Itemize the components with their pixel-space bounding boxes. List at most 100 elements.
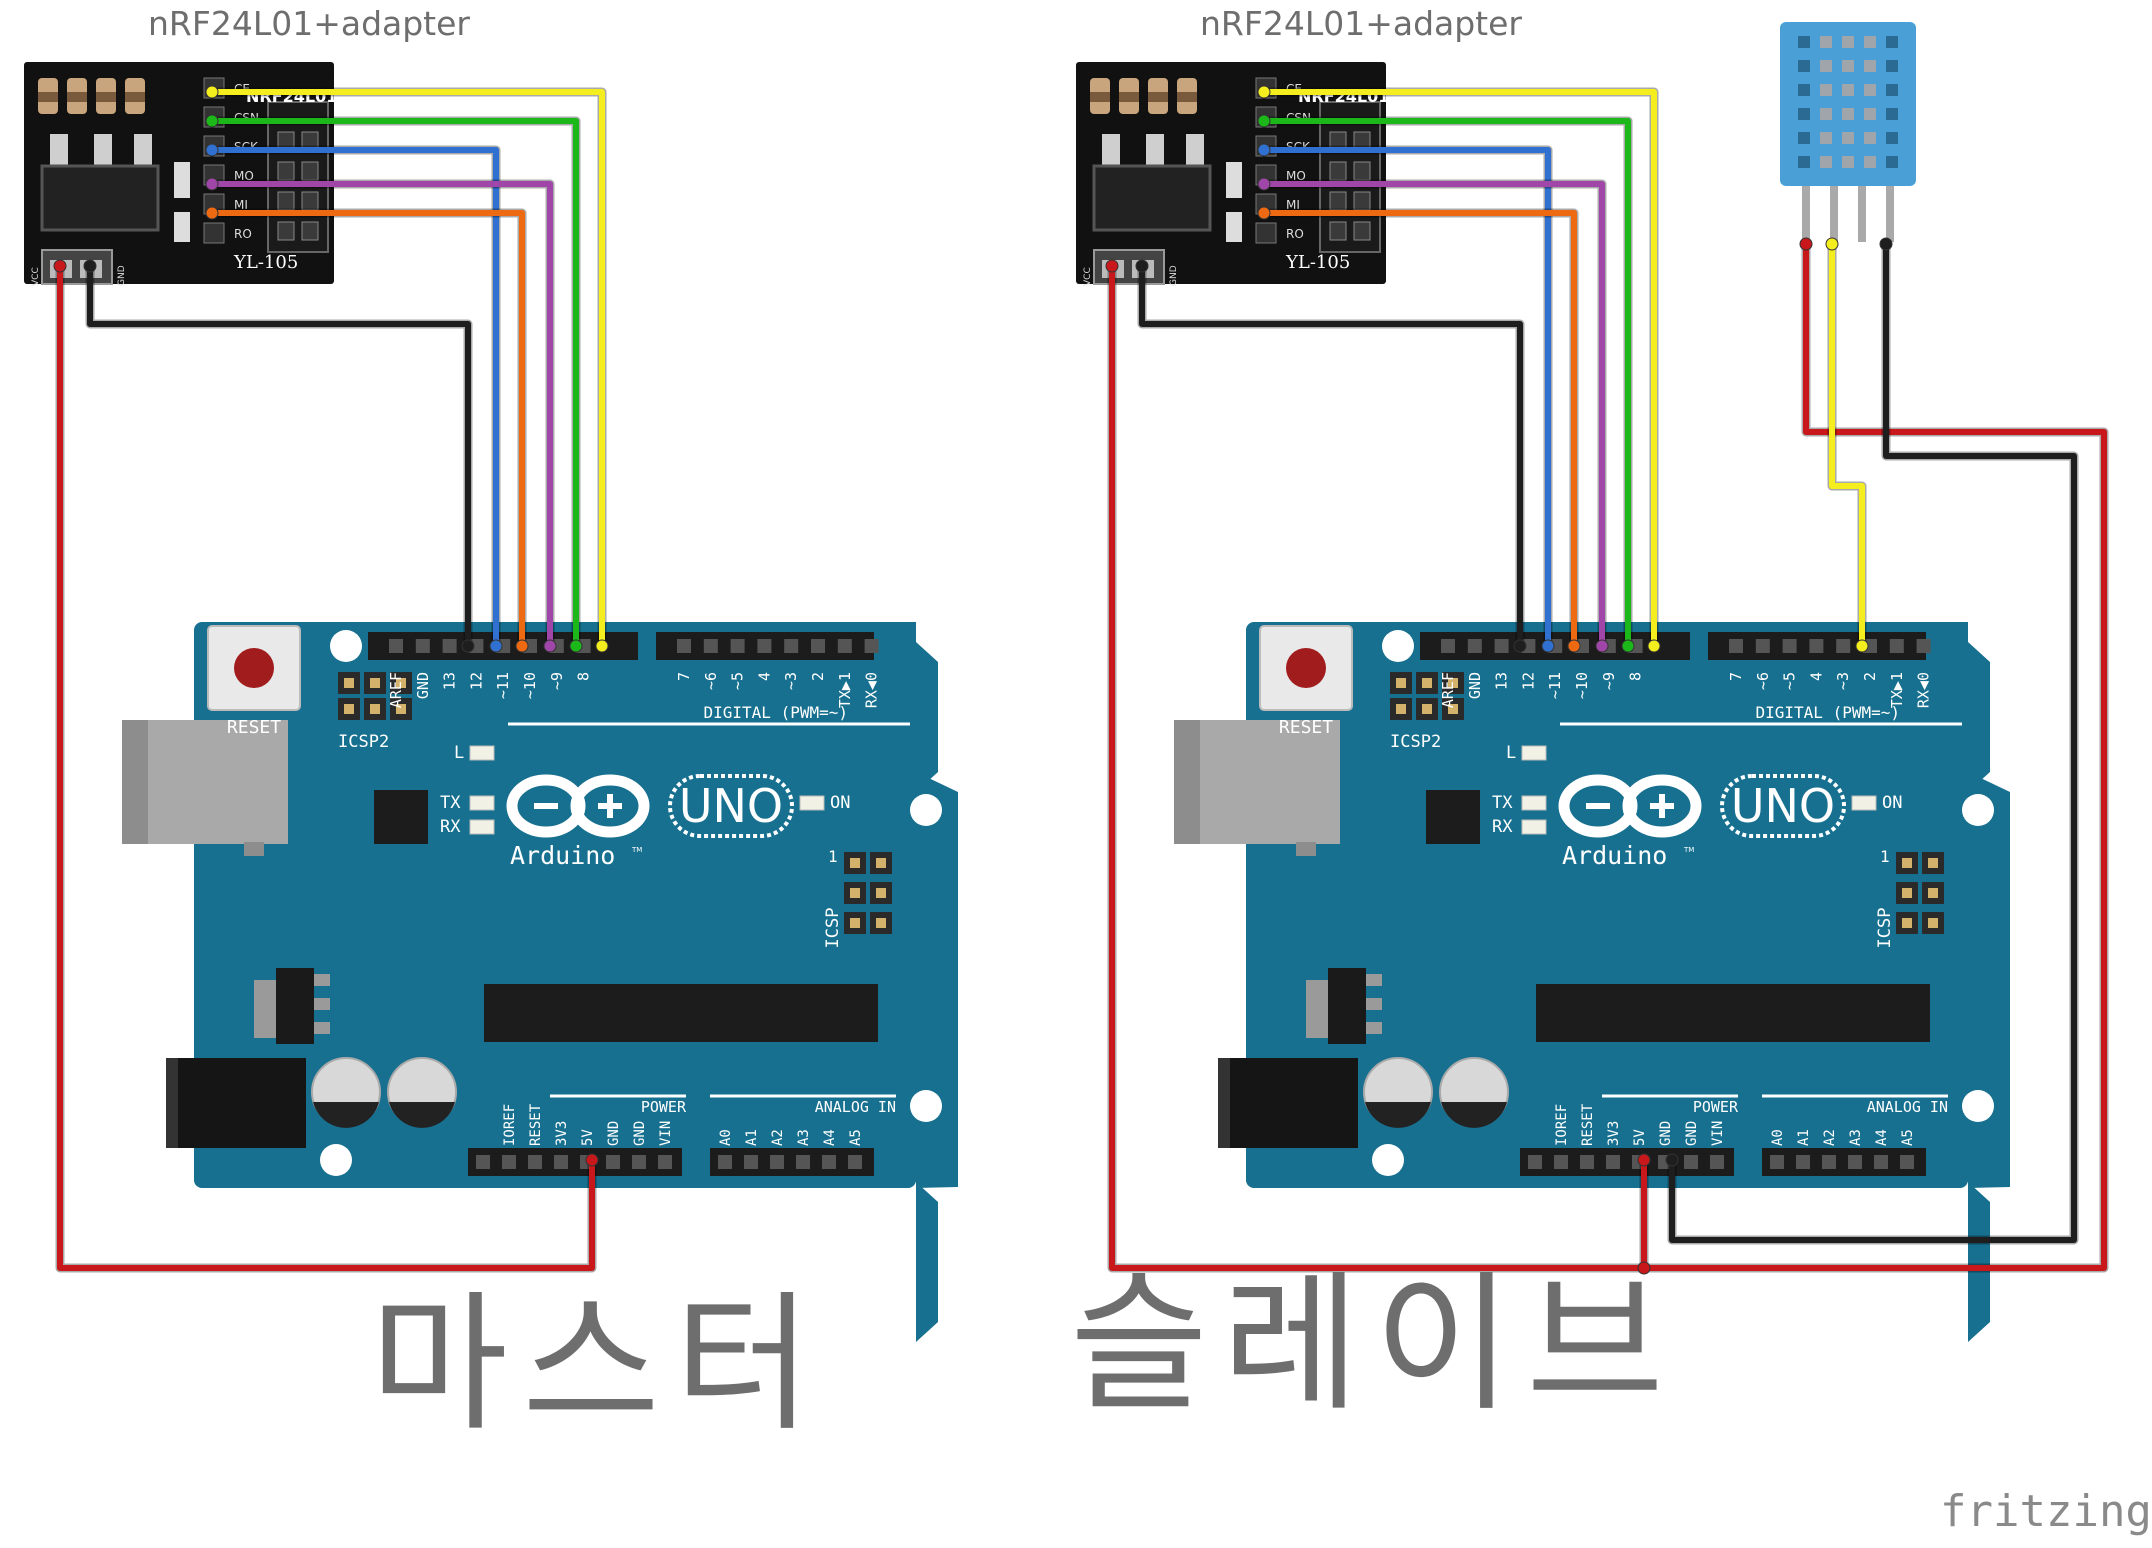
regulator [1328, 968, 1366, 1044]
dht11-vent [1798, 36, 1810, 48]
module-pin [1255, 222, 1277, 244]
wire-miso-end [515, 639, 529, 653]
mount-hole [330, 630, 362, 662]
regulator-leg [314, 998, 330, 1010]
trademark: TM [1683, 846, 1694, 854]
wire-csn-end [569, 639, 583, 653]
icsp2-pin-core [1422, 678, 1432, 688]
l-label: L [1506, 743, 1516, 763]
regulator-body [40, 164, 160, 232]
usb-connector-side [122, 720, 148, 844]
power-pin-label: RESET [528, 1103, 544, 1146]
digital-pin-label: TX▶1 [1888, 672, 1906, 708]
on-label: ON [1882, 793, 1902, 813]
module-resistor [1226, 162, 1242, 198]
wire-sck-end [1541, 639, 1555, 653]
wire-sck [1264, 147, 1551, 646]
regulator-leg [314, 1022, 330, 1034]
analog-pin-label: A4 [1874, 1129, 1890, 1146]
power-pin [1710, 1155, 1724, 1169]
reset-label: RESET [1279, 717, 1333, 738]
wire-miso-end [1567, 639, 1581, 653]
digital-pin-label: RX◀0 [863, 672, 881, 708]
digital-pin-label: 8 [575, 672, 593, 681]
module-model-label: YL-105 [1285, 252, 1350, 273]
power-pin [502, 1155, 516, 1169]
wire-csn-end [205, 114, 219, 128]
module-resistor [174, 162, 190, 198]
mount-hole [1962, 794, 1994, 826]
regulator-leg [1102, 134, 1120, 168]
analog-pin [770, 1155, 784, 1169]
usb-tab [1296, 842, 1316, 856]
module-resistor [174, 212, 190, 242]
icsp-pin-core [1928, 888, 1938, 898]
regulator-leg [1366, 1022, 1382, 1034]
icsp-pin-core [876, 858, 886, 868]
module-capacitor-band [125, 92, 145, 102]
mount-hole [320, 1144, 352, 1176]
icsp-pin1: 1 [1880, 847, 1890, 866]
icsp2-label: ICSP2 [1390, 732, 1441, 752]
module-gnd-label: GND [1169, 265, 1179, 286]
digital-pin-label: 8 [1627, 672, 1645, 681]
power-pin-label: 3V3 [1606, 1121, 1622, 1146]
uno-badge [668, 774, 794, 838]
arduino-brand: Arduino [510, 841, 615, 870]
digital-pin-label: ~6 [702, 672, 720, 690]
slave-module-label: nRF24L01+adapter [1200, 4, 1522, 43]
power-pin [1684, 1155, 1698, 1169]
digital-pin [837, 639, 852, 653]
power-label: POWER [641, 1098, 687, 1116]
icsp2-pin-core [344, 704, 354, 714]
dht11-vent [1864, 36, 1876, 48]
dht11-lead [1830, 186, 1838, 242]
wire-ce-end [205, 85, 219, 99]
icsp-pin-core [850, 888, 860, 898]
digital-pin-label: 13 [1493, 672, 1511, 690]
power-pin-label: GND [1684, 1121, 1700, 1146]
power-pin [1528, 1155, 1542, 1169]
arduino-brand: Arduino [1562, 841, 1667, 870]
icsp-pin-core [1902, 918, 1912, 928]
socket-hole [1353, 161, 1371, 181]
dht11-vent [1820, 132, 1832, 144]
module-pin-label: MI [234, 198, 248, 212]
dht11-vent [1842, 132, 1854, 144]
wire-csn-end [1621, 639, 1635, 653]
module-pin-label: MI [1286, 198, 1300, 212]
icsp2-label: ICSP2 [338, 732, 389, 752]
usb-chip [1426, 790, 1480, 844]
power-pin [1580, 1155, 1594, 1169]
digital-pin [757, 639, 772, 653]
wire-miso [212, 210, 525, 646]
wire-sck-end [489, 639, 503, 653]
power-pin-label: RESET [1580, 1103, 1596, 1146]
digital-pin-label: TX▶1 [836, 672, 854, 708]
power-pin-label: 5V [580, 1129, 596, 1146]
analog-pin [718, 1155, 732, 1169]
dht11-vent [1864, 132, 1876, 144]
icsp2-pin-core [1422, 704, 1432, 714]
power-pin-label: IOREF [1554, 1104, 1570, 1146]
regulator-leg [50, 134, 68, 168]
tx-label: TX [440, 793, 461, 813]
slave-caption: 슬레이브 [1070, 1258, 1679, 1432]
wire-csn-end [1257, 114, 1271, 128]
analog-pin-label: A0 [718, 1129, 734, 1146]
digital-pin [1916, 639, 1931, 653]
dht11-vent [1820, 108, 1832, 120]
on-led [1851, 795, 1877, 811]
icsp-pin-core [1902, 888, 1912, 898]
dht11-vent [1864, 156, 1876, 168]
power-pin-label: IOREF [502, 1104, 518, 1146]
icsp-pin-core [1928, 858, 1938, 868]
socket-hole [301, 221, 319, 241]
dht11-vent [1798, 60, 1810, 72]
analog-pin-label: A2 [1822, 1129, 1838, 1146]
dht-wire-data-end [1855, 639, 1869, 653]
analog-pin [1874, 1155, 1888, 1169]
socket-hole [1353, 191, 1371, 211]
